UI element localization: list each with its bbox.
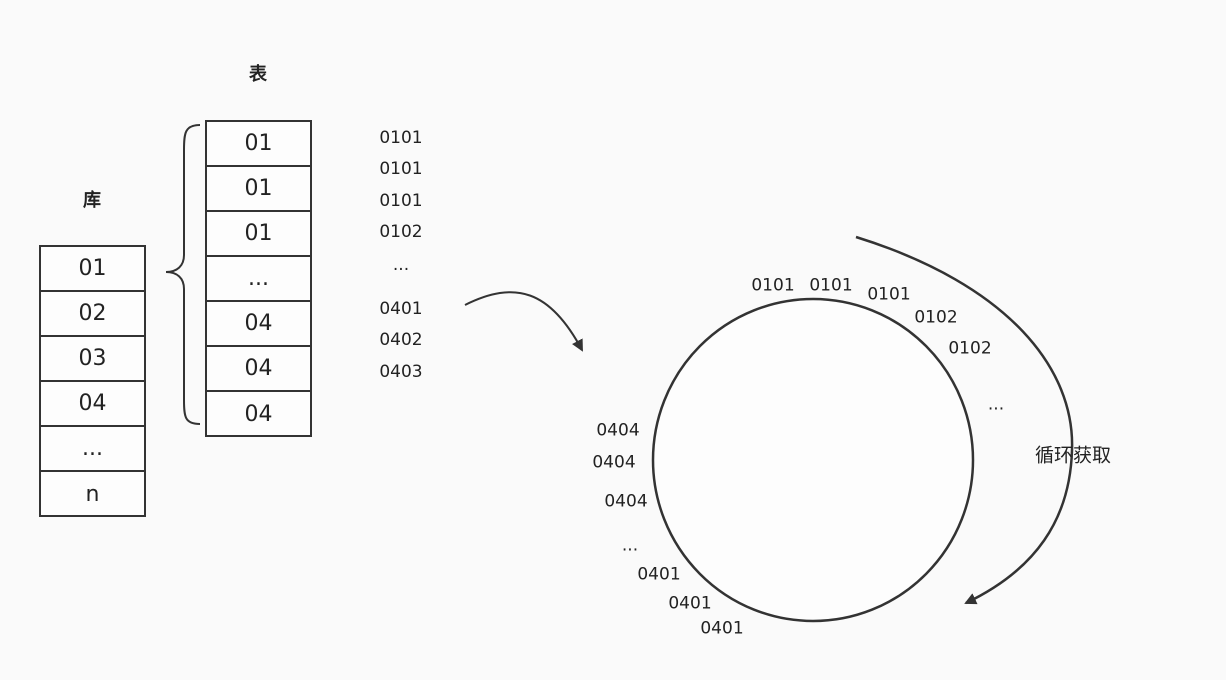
table-cell: ... [207, 257, 310, 302]
sequence-item: 0403 [379, 362, 423, 382]
db-cell: 03 [41, 337, 144, 382]
cycle-arrow [855, 235, 1074, 605]
ring-label: ... [987, 394, 1005, 415]
sequence-item: 0101 [379, 159, 423, 179]
ring-label: 0404 [604, 491, 648, 512]
ring-label: 0404 [592, 452, 636, 473]
table-cell: 01 [207, 212, 310, 257]
db-heading: 库 [83, 190, 101, 211]
sequence-item: 0402 [379, 330, 423, 350]
ring-label: 0101 [751, 275, 795, 296]
table-cell: 01 [207, 122, 310, 167]
sequence-item: 0102 [379, 222, 423, 242]
db-cell: n [85, 482, 100, 507]
ring-label: 0401 [700, 618, 744, 639]
table-cell: 04 [244, 402, 273, 427]
ring-label: 0101 [809, 275, 853, 296]
table-cell: 01 [207, 167, 310, 212]
db-cell: 04 [41, 382, 144, 427]
table-heading: 表 [249, 64, 267, 85]
sequence-item: 0401 [379, 299, 423, 319]
table-cell: 04 [207, 302, 310, 347]
ring-label: 0102 [948, 338, 992, 359]
ring-circle [651, 297, 975, 623]
table-column: 01 01 01 ... 04 04 04 [205, 120, 312, 437]
ring-label: 0102 [914, 307, 958, 328]
sequence-item: 0101 [379, 128, 423, 148]
db-cell: 01 [41, 247, 144, 292]
ring-label: 0401 [637, 564, 681, 585]
ring-label: 0401 [668, 593, 712, 614]
flow-arrow [464, 291, 583, 352]
ring-label: 0404 [596, 420, 640, 441]
ring-label: 0101 [867, 284, 911, 305]
db-column: 01 02 03 04 ... n [39, 245, 146, 517]
db-cell: ... [41, 427, 144, 472]
cycle-label: 循环获取 [1034, 444, 1112, 467]
grouping-brace [165, 124, 201, 425]
ring-label: ... [621, 535, 639, 556]
sequence-item: 0101 [379, 191, 423, 211]
sequence-item: ... [392, 255, 410, 275]
db-cell: 02 [41, 292, 144, 337]
table-cell: 04 [207, 347, 310, 392]
